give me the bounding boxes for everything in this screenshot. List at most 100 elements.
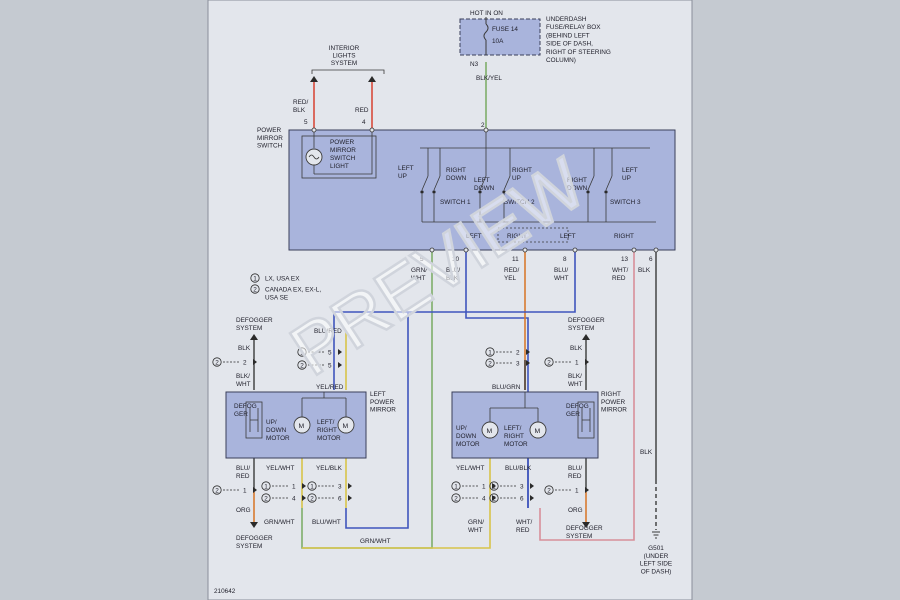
right-mirror-name-line-2: MIRROR xyxy=(601,407,627,414)
interior-wire1-label: RED/BLK xyxy=(293,99,308,114)
right-mlr-line-0: LEFT/ xyxy=(504,425,522,432)
switch-bottom-wire-1-line-1: BLK xyxy=(446,275,459,282)
right-blk-label: BLK xyxy=(570,345,583,352)
switch-contact-0-line-1: UP xyxy=(398,173,407,180)
interior-title-line-0: INTERIOR xyxy=(329,45,360,52)
left-top-defog-pin: 2 xyxy=(243,359,247,366)
left-bot-b2-mark: 2 xyxy=(310,495,314,502)
switch-bottom-wire-3-line-1: WHT xyxy=(554,275,569,282)
right-bot-a1-mark: 1 xyxy=(454,483,458,490)
left-mirror-name-line-1: POWER xyxy=(370,399,395,406)
legend-text-1-line-1: USA SE xyxy=(265,294,288,301)
left-mid-wire-0-line-1: RED xyxy=(236,473,250,480)
right-mlr-line-1: RIGHT xyxy=(504,433,524,440)
left-bot-defog-mark: 2 xyxy=(215,487,219,494)
right-bot-wire-1-line-1: RED xyxy=(516,527,530,534)
right-bot-a2-mark: 2 xyxy=(454,495,458,502)
wire-yel-wht-right xyxy=(302,458,491,549)
fuse-desc-line-0: UNDERDASH xyxy=(546,16,587,23)
right-bot-b2-pin: 6 xyxy=(520,495,524,502)
ground-label-line-2: LEFT SIDE xyxy=(640,561,672,568)
right-bot-a1-mark-circle xyxy=(451,481,461,491)
wire-blu-wht-return xyxy=(345,312,409,529)
right-bot-b1-mark-circle xyxy=(489,481,499,491)
interior-wire1-line-0: RED/ xyxy=(293,99,308,106)
left-top-2-pin: 5 xyxy=(328,362,332,369)
interior-wire1-line-1: BLK xyxy=(293,107,306,114)
right-defog-bot-line-0: DEFOGGER xyxy=(566,525,603,532)
switch-bottom-wire-4-line-1: RED xyxy=(612,275,626,282)
right-bot-defog-mark: 2 xyxy=(547,487,551,494)
switch-light-line-0: POWER xyxy=(330,139,355,146)
left-blkwht-line-0: BLK/ xyxy=(236,373,250,380)
diagram-sheet xyxy=(207,0,693,600)
right-mid-wire-2-line-0: BLU/ xyxy=(568,465,582,472)
switch-light-line-1: MIRROR xyxy=(330,147,356,154)
fuse-desc-line-3: SIDE OF DASH, xyxy=(546,41,593,48)
left-mud-line-1: DOWN xyxy=(266,427,287,434)
left-defog-title-line-1: SYSTEM xyxy=(236,325,262,332)
left-bot-wire-2: BLU/WHT xyxy=(312,519,341,526)
switch-contact-3-line-1: UP xyxy=(512,175,521,182)
left-mid-wire-2: YEL/BLK xyxy=(316,465,343,472)
right-bot-wire-2: ORG xyxy=(568,507,583,514)
switch-top-wire-label: BLK/YEL xyxy=(476,75,502,82)
left-mid-wire-0-line-0: BLU/ xyxy=(236,465,250,472)
right-bot-a2-pin: 4 xyxy=(482,495,486,502)
left-top-1-mark: 1 xyxy=(300,349,304,356)
left-bot-a1-mark: 1 xyxy=(264,483,268,490)
legend-mark-0: 1 xyxy=(253,275,257,282)
left-defog-elem-line-1: GER xyxy=(234,411,248,418)
left-bot-a2-mark-circle xyxy=(261,493,271,503)
right-mid-wire-2-line-1: RED xyxy=(568,473,582,480)
switch-bottom-wire-0-line-1: WHT xyxy=(411,275,426,282)
switch-top-pin: 2 xyxy=(481,122,485,129)
left-defog-bot-line-1: SYSTEM xyxy=(236,543,262,550)
left-bot-defog-mark-circle xyxy=(212,485,222,495)
fuse-desc-line-4: RIGHT OF STEERING xyxy=(546,49,611,56)
left-motor-ud-symbol: M xyxy=(299,423,305,430)
switch-contact-0-line-0: LEFT xyxy=(398,165,414,172)
ground-label-line-1: (UNDER xyxy=(644,553,669,560)
fuse-amp-label: 10A xyxy=(492,38,504,45)
right-defog-title-line-0: DEFOGGER xyxy=(568,317,605,324)
right-mud-line-1: DOWN xyxy=(456,433,477,440)
left-bot-b1-pin: 3 xyxy=(338,483,342,490)
right-mirror-name-line-1: POWER xyxy=(601,399,626,406)
switch-light-line-2: SWITCH xyxy=(330,155,356,162)
left-defog-title-line-0: DEFOGGER xyxy=(236,317,273,324)
interior-pin2-label: 4 xyxy=(362,119,366,126)
right-bot-b1-pin: 3 xyxy=(520,483,524,490)
right-blkwht-line-0: BLK/ xyxy=(568,373,582,380)
interior-wire2-label: RED xyxy=(355,107,369,114)
left-mid-wire-1: YEL/WHT xyxy=(266,465,295,472)
left-bot-b2-pin: 6 xyxy=(338,495,342,502)
switch-selector-3: RIGHT xyxy=(614,233,634,240)
left-defog-elem-line-0: DEFOG xyxy=(234,403,257,410)
switch-bottom-pin-13: 13 xyxy=(621,256,629,263)
left-bot-a1-pin: 1 xyxy=(292,483,296,490)
right-mid-wire-1: BLU/BLK xyxy=(505,465,532,472)
fuse-desc-line-5: COLUMN) xyxy=(546,57,576,64)
left-top-2-mark-circle xyxy=(297,360,307,370)
wires xyxy=(253,62,657,549)
fuse-number-label: FUSE 14 xyxy=(492,26,518,33)
right-top-2-pin: 3 xyxy=(516,360,520,367)
ground-label-line-0: G501 xyxy=(648,545,664,552)
